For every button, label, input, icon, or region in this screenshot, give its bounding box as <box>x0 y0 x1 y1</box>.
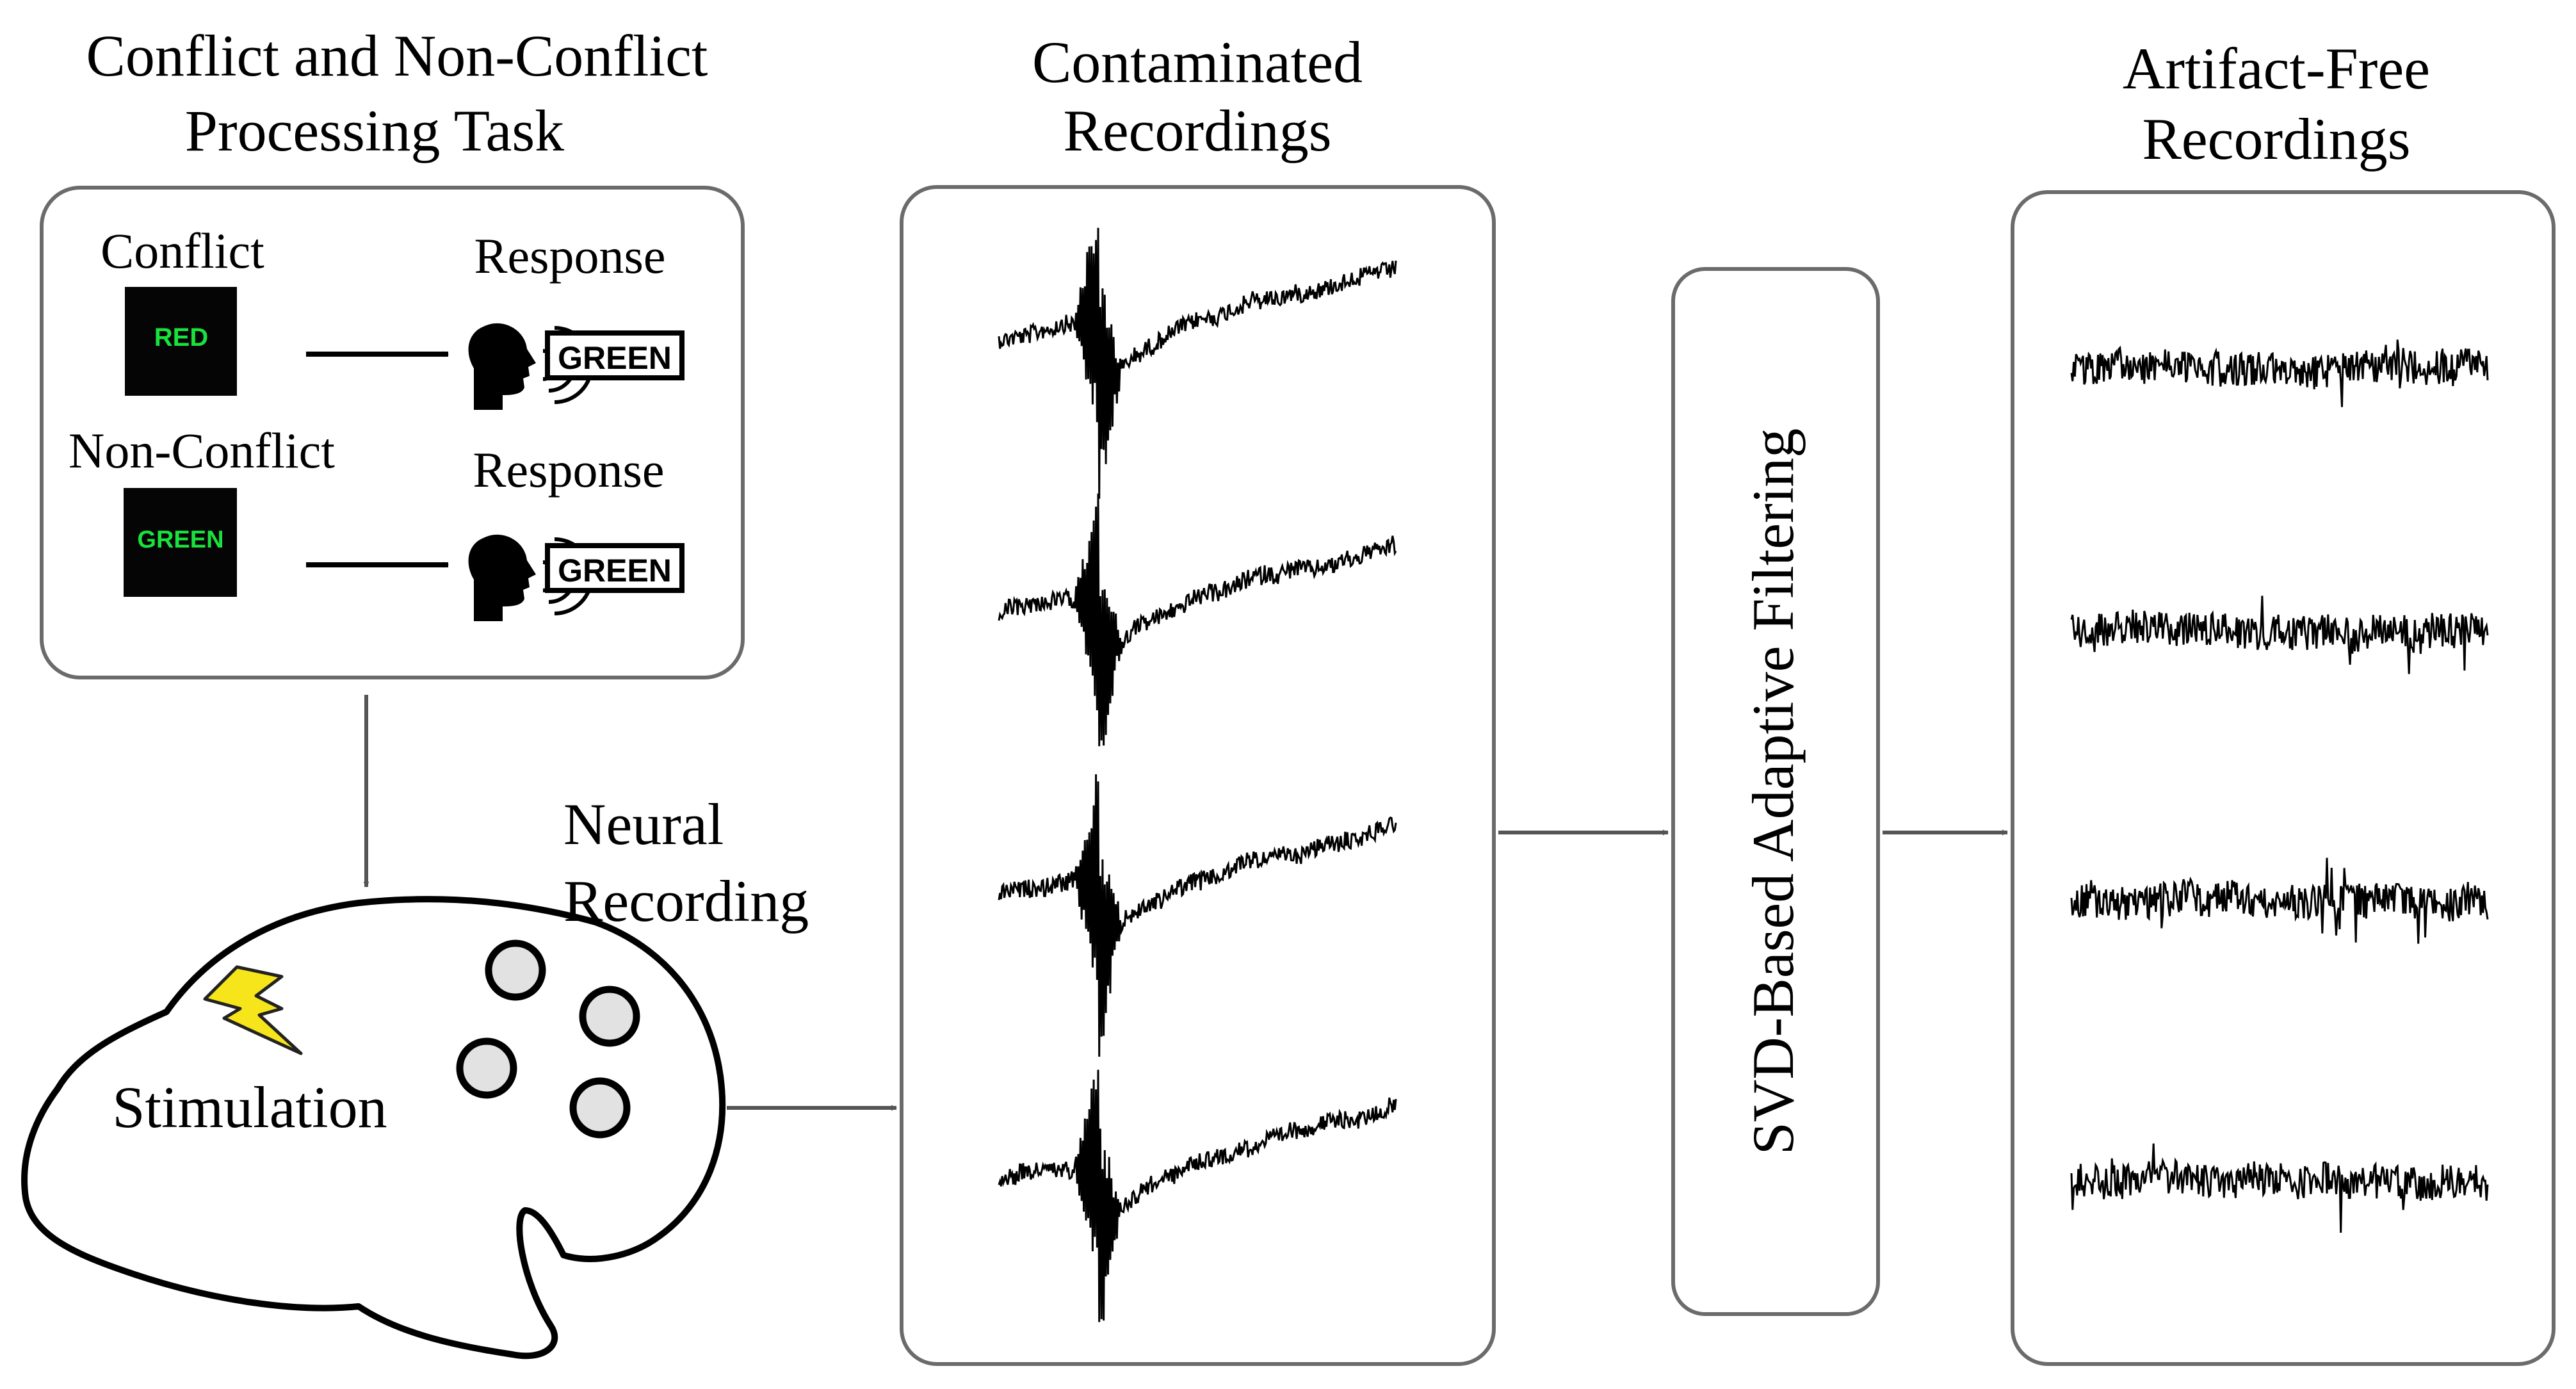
electrode <box>456 1037 517 1099</box>
filter-box <box>1671 267 1880 1316</box>
signal-trace <box>998 227 1397 499</box>
clean-traces <box>2070 339 2489 1233</box>
signal-trace <box>2070 339 2489 407</box>
conflict-stimulus-word: RED <box>154 323 208 352</box>
filter-label: SVD-Based Adaptive Filtering <box>1740 428 1806 1155</box>
task-title-line2: Processing Task <box>185 98 564 163</box>
lightning-bolt-icon <box>203 965 303 1055</box>
clean-box <box>2011 190 2556 1366</box>
nonconflict-response-label: Response <box>473 442 665 498</box>
task-title-line1: Conflict and Non-Conflict <box>86 23 708 88</box>
contaminated-traces <box>998 227 1397 1322</box>
electrode <box>579 986 640 1047</box>
nonconflict-stimulus-word: GREEN <box>137 526 223 553</box>
neural-label-line1: Neural <box>563 792 724 857</box>
stimulation-label: Stimulation <box>112 1075 387 1140</box>
signal-trace <box>998 1069 1397 1322</box>
signal-trace <box>2070 857 2489 944</box>
electrode <box>569 1077 631 1139</box>
signal-trace <box>998 774 1397 1057</box>
contaminated-title-line2: Recordings <box>1063 98 1331 163</box>
head-silhouette <box>468 323 536 410</box>
signal-trace <box>2070 596 2489 674</box>
contaminated-title-line1: Contaminated <box>1032 29 1363 95</box>
electrode-group <box>456 939 640 1139</box>
nonconflict-label: Non-Conflict <box>69 423 335 478</box>
nonconflict-response-box <box>545 543 685 593</box>
brain-outline <box>21 896 726 1360</box>
clean-title-line1: Artifact-Free <box>2123 36 2430 101</box>
conflict-response-word: GREEN <box>558 340 672 376</box>
nonconflict-response-word: GREEN <box>558 553 672 589</box>
electrode <box>485 939 546 1001</box>
conflict-response-label: Response <box>474 228 666 284</box>
signal-trace <box>998 493 1397 747</box>
head-silhouette <box>468 534 536 621</box>
contaminated-box <box>900 185 1496 1366</box>
clean-title-line2: Recordings <box>2142 106 2410 172</box>
neural-label-line2: Recording <box>563 868 809 934</box>
conflict-stimulus-card <box>125 287 237 396</box>
nonconflict-stimulus-card <box>124 488 237 597</box>
task-box <box>40 186 745 679</box>
conflict-response-box <box>545 330 685 380</box>
signal-trace <box>2070 1143 2489 1233</box>
conflict-label: Conflict <box>101 223 264 279</box>
